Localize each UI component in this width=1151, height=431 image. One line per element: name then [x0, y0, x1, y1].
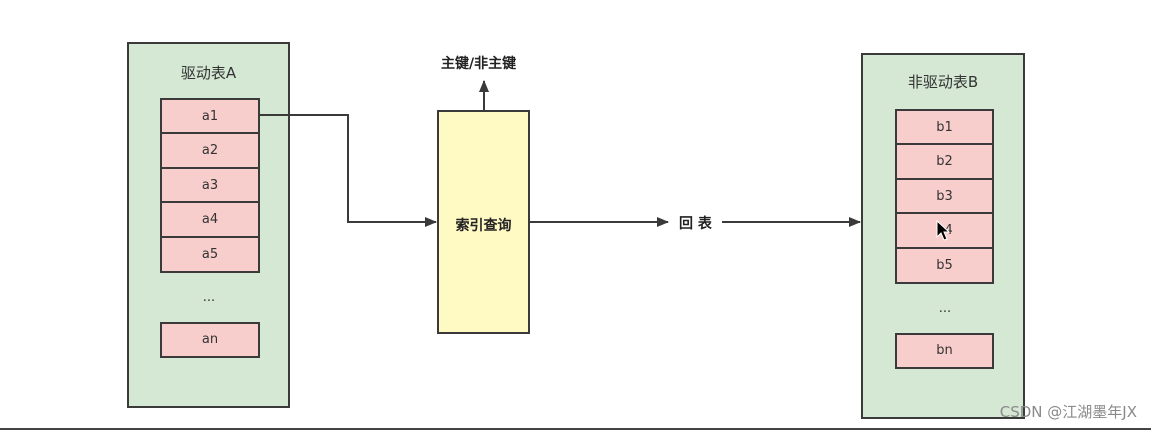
a1-to-index-arrow: [259, 114, 437, 227]
csdn-watermark: CSDN @江湖墨年JX: [999, 403, 1137, 421]
table-lookup-label: 回 表: [677, 213, 714, 233]
mouse-cursor-icon: [936, 220, 951, 241]
driven-table-row-5: b5: [895, 247, 994, 284]
driven-table-row-3: b3: [895, 178, 994, 215]
index-query-label: 索引查询: [455, 218, 512, 234]
primary-key-label: 主键/非主键: [441, 53, 517, 73]
driving-table-ellipsis: ...: [202, 290, 216, 305]
driven-table-ellipsis: ...: [938, 301, 952, 316]
driving-table-row-4: a4: [160, 201, 260, 238]
driving-table-title: 驱动表A: [180, 64, 237, 82]
driven-table-title: 非驱动表B: [907, 73, 979, 91]
bottom-border-line: [0, 428, 1151, 430]
driving-table-row-2: a2: [160, 132, 260, 169]
driven-table-row-last: bn: [895, 333, 994, 369]
driving-table-row-last: an: [160, 322, 260, 358]
driving-table-row-5: a5: [160, 236, 260, 273]
index-query-box: 索引查询: [437, 110, 530, 334]
